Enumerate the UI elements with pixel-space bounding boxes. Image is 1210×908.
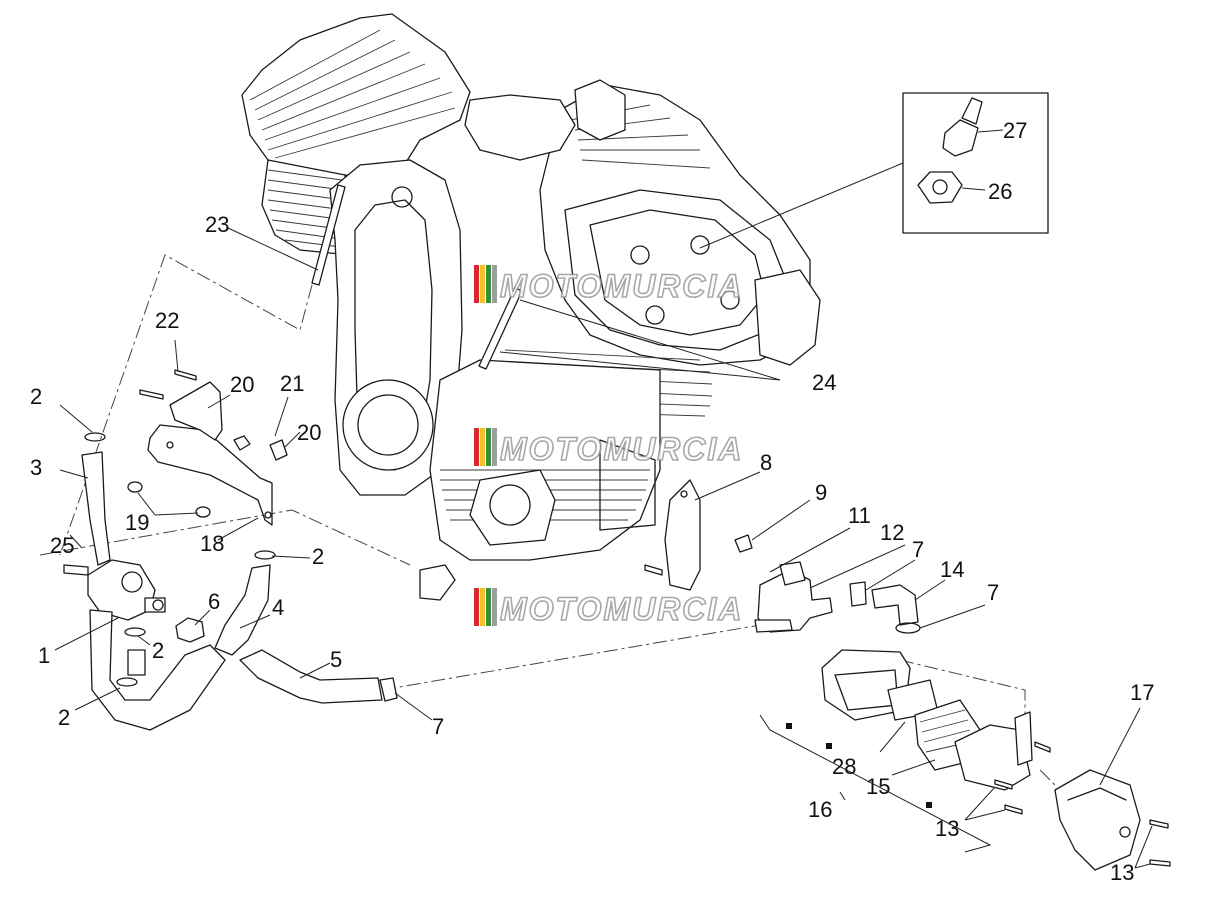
callout-labels: 27 26 23 24 22 20 21 20 2 3 19 18 25 2 6… (30, 118, 1154, 885)
support-plate-20 (169, 381, 223, 441)
inset-detail-box (699, 92, 1049, 249)
cover-17 (1054, 769, 1141, 871)
callout-18: 18 (200, 531, 224, 556)
callout-9: 9 (815, 480, 827, 505)
cutoff-valve-12 (754, 561, 833, 633)
callout-13-right: 13 (1110, 860, 1134, 885)
watermark-middle: MOTOMURCIA (474, 428, 743, 468)
callout-25: 25 (50, 533, 74, 558)
air-pipe-24 (478, 287, 523, 370)
air-valve-1 (87, 559, 166, 621)
callout-13-middle: 13 (935, 816, 959, 841)
watermark-bottom: MOTOMURCIA (474, 588, 743, 628)
watermark-text: MOTOMURCIA (500, 591, 743, 627)
callout-7-top: 7 (912, 537, 924, 562)
callout-4: 4 (272, 595, 284, 620)
nut-26 (917, 171, 963, 204)
leader-lines (54, 227, 1153, 869)
hose-14 (871, 584, 919, 626)
hose-4 (214, 550, 276, 656)
callout-17: 17 (1130, 680, 1154, 705)
callout-14: 14 (940, 557, 964, 582)
callout-19: 19 (125, 510, 149, 535)
filter-housing (954, 711, 1033, 791)
clamp-7-upper (849, 581, 867, 607)
hose-lower (89, 609, 226, 731)
screws-13-right (1149, 819, 1171, 867)
hose-3 (81, 451, 111, 566)
fitting-27 (942, 119, 979, 157)
clip-6 (175, 617, 205, 643)
callout-2-right: 2 (312, 544, 324, 569)
callout-20-lower: 20 (297, 420, 321, 445)
callout-7-right: 7 (987, 580, 999, 605)
bracket-8 (664, 479, 701, 591)
clamp-7-lower (895, 622, 921, 634)
dash-lines (39, 254, 1061, 791)
callout-22: 22 (155, 308, 179, 333)
callout-1: 1 (38, 643, 50, 668)
group-bracket-16 (759, 714, 992, 853)
callout-26: 26 (988, 179, 1012, 204)
watermark-text: MOTOMURCIA (500, 431, 743, 467)
callout-23: 23 (205, 212, 229, 237)
callout-16: 16 (808, 797, 832, 822)
callout-21: 21 (280, 371, 304, 396)
screw-10 (644, 564, 663, 576)
clip-20b (269, 439, 288, 461)
screws-13-middle (994, 741, 1051, 815)
watermark-text: MOTOMURCIA (500, 268, 743, 304)
callout-27: 27 (1003, 118, 1027, 143)
grommets-19 (127, 481, 211, 518)
watermark-top: MOTOMURCIA (474, 265, 743, 305)
hose-5 (239, 649, 398, 704)
callout-3: 3 (30, 455, 42, 480)
nut-21 (233, 435, 251, 451)
screw-9 (734, 534, 753, 553)
callout-12: 12 (880, 520, 904, 545)
callout-20-upper: 20 (230, 372, 254, 397)
callout-15: 15 (866, 774, 890, 799)
callout-5: 5 (330, 647, 342, 672)
engine-assembly (241, 13, 821, 601)
callout-28: 28 (832, 754, 856, 779)
callout-24: 24 (812, 370, 836, 395)
clamp-2a (84, 432, 106, 442)
air-pipe-23 (311, 184, 346, 286)
bolt-25 (63, 564, 89, 576)
bolts-22 (139, 369, 197, 400)
callout-2-top: 2 (30, 384, 42, 409)
callout-7-left: 7 (432, 714, 444, 739)
callout-11: 11 (848, 503, 871, 528)
square-markers (786, 723, 932, 808)
callout-6: 6 (208, 589, 220, 614)
callout-2-mid: 2 (152, 638, 164, 663)
callout-2-bottom: 2 (58, 705, 70, 730)
callout-8: 8 (760, 450, 772, 475)
